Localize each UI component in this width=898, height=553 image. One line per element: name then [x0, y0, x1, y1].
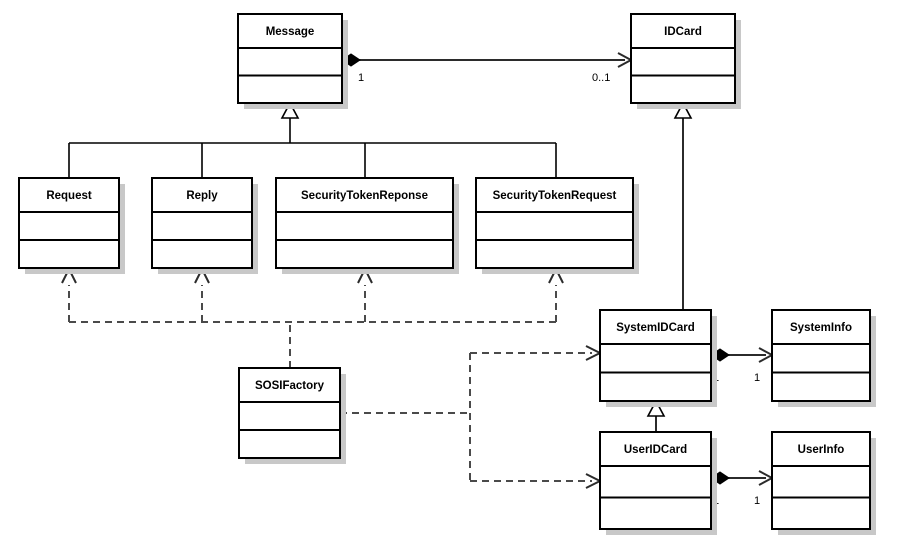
class-box-frame[interactable] [475, 177, 634, 269]
multiplicity-idcard-target: 0..1 [592, 72, 610, 84]
multiplicity-message-source: 1 [358, 72, 364, 84]
class-box-frame[interactable] [18, 177, 120, 269]
class-box-frame[interactable] [275, 177, 454, 269]
open-arrow-icon-useridcard [585, 473, 603, 489]
edge-composition-useridcard-userinfo: 1 1 [710, 470, 775, 507]
class-name-label: UserIDCard [624, 444, 687, 456]
class-box-request[interactable]: Request [18, 177, 125, 274]
multiplicity-userinfo-target: 1 [754, 495, 760, 507]
hollow-triangle-icon-idcard [673, 101, 693, 119]
edge-composition-systemidcard-systeminfo: 1 1 [710, 347, 775, 384]
class-box-systeminfo[interactable]: SystemInfo [771, 309, 876, 407]
class-box-frame[interactable] [151, 177, 253, 269]
class-box-message[interactable]: Message [237, 13, 348, 109]
class-name-label: Request [46, 190, 92, 202]
edge-dependency-sosifactory-idcards [340, 345, 603, 489]
edge-generalization-message-subclasses [68, 101, 557, 178]
class-box-securitytokenrequest[interactable]: SecurityTokenRequest [475, 177, 639, 274]
class-box-reply[interactable]: Reply [151, 177, 258, 274]
class-name-label: IDCard [664, 26, 702, 38]
multiplicity-systeminfo-target: 1 [754, 372, 760, 384]
class-name-label: Reply [186, 190, 218, 202]
class-box-frame[interactable] [599, 431, 712, 530]
class-box-frame[interactable] [630, 13, 736, 104]
edge-generalization-useridcard-systemidcard [646, 399, 666, 432]
class-box-userinfo[interactable]: UserInfo [771, 431, 876, 535]
class-box-systemidcard[interactable]: SystemIDCard [599, 309, 717, 407]
class-box-sosifactory[interactable]: SOSIFactory [238, 367, 346, 464]
edge-dependency-sosifactory-subclasses [61, 266, 564, 368]
edge-composition-message-idcard: 1 0..1 [341, 52, 634, 84]
hollow-triangle-icon-message [280, 101, 300, 119]
class-name-label: SystemIDCard [616, 322, 695, 334]
class-name-label: UserInfo [798, 444, 845, 456]
class-box-frame[interactable] [237, 13, 343, 104]
class-name-label: Message [266, 26, 315, 38]
class-name-label: SystemInfo [790, 322, 852, 334]
class-box-frame[interactable] [771, 309, 871, 402]
open-arrow-icon-systemidcard [585, 345, 603, 361]
class-box-useridcard[interactable]: UserIDCard [599, 431, 717, 535]
class-box-frame[interactable] [771, 431, 871, 530]
class-box-frame[interactable] [238, 367, 341, 459]
class-box-frame[interactable] [599, 309, 712, 402]
class-name-label: SecurityTokenReponse [301, 190, 428, 202]
edge-generalization-systemidcard-idcard [673, 101, 693, 310]
class-name-label: SOSIFactory [255, 380, 325, 392]
class-box-idcard[interactable]: IDCard [630, 13, 741, 109]
hollow-triangle-icon-systemidcard [646, 399, 666, 417]
class-name-label: SecurityTokenRequest [493, 190, 617, 202]
class-box-securitytokenreponse[interactable]: SecurityTokenReponse [275, 177, 459, 274]
